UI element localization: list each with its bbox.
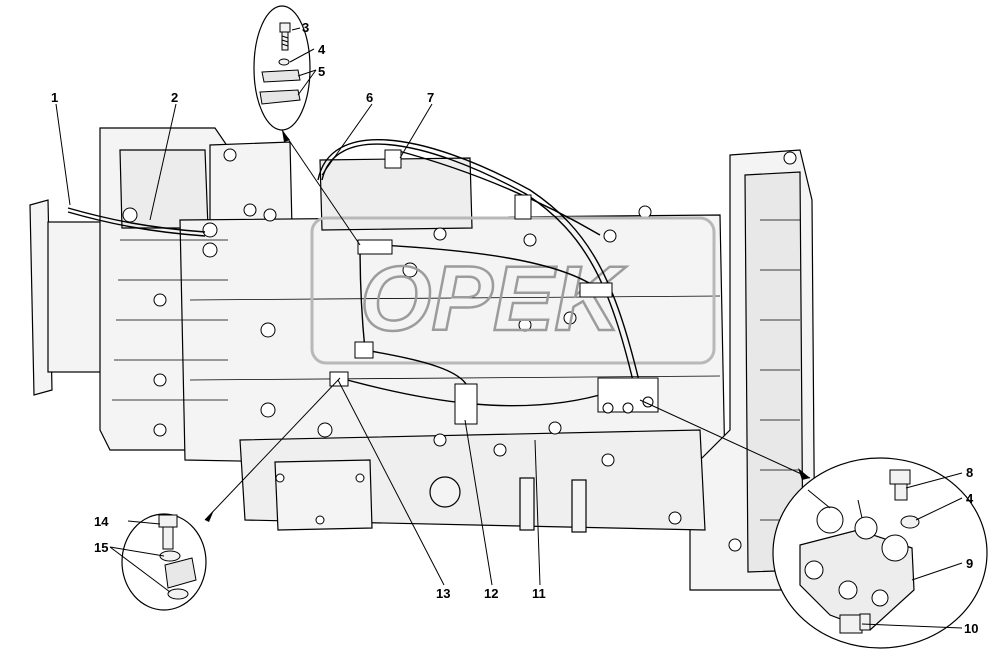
label-12: 12	[484, 586, 498, 601]
inset-clamp-detail	[253, 5, 311, 131]
label-14: 14	[94, 514, 109, 529]
bolt-14-icon	[158, 514, 178, 550]
label-9: 9	[966, 556, 973, 571]
housing-bolts	[122, 148, 797, 552]
inset-valve-block-detail	[772, 457, 988, 649]
banjo-fitting-icon	[164, 557, 197, 589]
clamp-lower-5-icon	[259, 89, 301, 105]
watermark: OPEK	[310, 216, 716, 365]
label-4-top: 4	[318, 42, 326, 57]
washer-4-icon	[278, 58, 290, 66]
watermark-text: OPEK	[360, 248, 627, 350]
leader-lines	[55, 27, 963, 629]
label-6: 6	[366, 90, 373, 105]
washer-15-upper-icon	[159, 550, 181, 562]
label-7: 7	[427, 90, 434, 105]
clamp-upper-5-icon	[261, 69, 301, 83]
bolt-10-icon	[839, 613, 871, 634]
label-5: 5	[318, 64, 325, 79]
label-3: 3	[302, 20, 309, 35]
valve-block-fittings	[804, 489, 909, 607]
label-10: 10	[964, 621, 978, 636]
label-15: 15	[94, 540, 108, 555]
washer-4-right-icon	[900, 515, 920, 529]
label-2: 2	[171, 90, 178, 105]
label-8: 8	[966, 465, 973, 480]
inset-banjo-detail	[121, 513, 207, 611]
label-11: 11	[532, 586, 546, 601]
label-1: 1	[51, 90, 58, 105]
callout-labels: 1 2 3 4 5 6 7 8 4 9 10 11 12 13 14 15	[51, 20, 978, 636]
bolt-8-icon	[889, 469, 911, 501]
label-4-right: 4	[966, 491, 974, 506]
bolt-3-icon	[279, 22, 291, 51]
washer-15-lower-icon	[167, 588, 189, 600]
leader-arrowheads	[205, 130, 810, 522]
label-13: 13	[436, 586, 450, 601]
